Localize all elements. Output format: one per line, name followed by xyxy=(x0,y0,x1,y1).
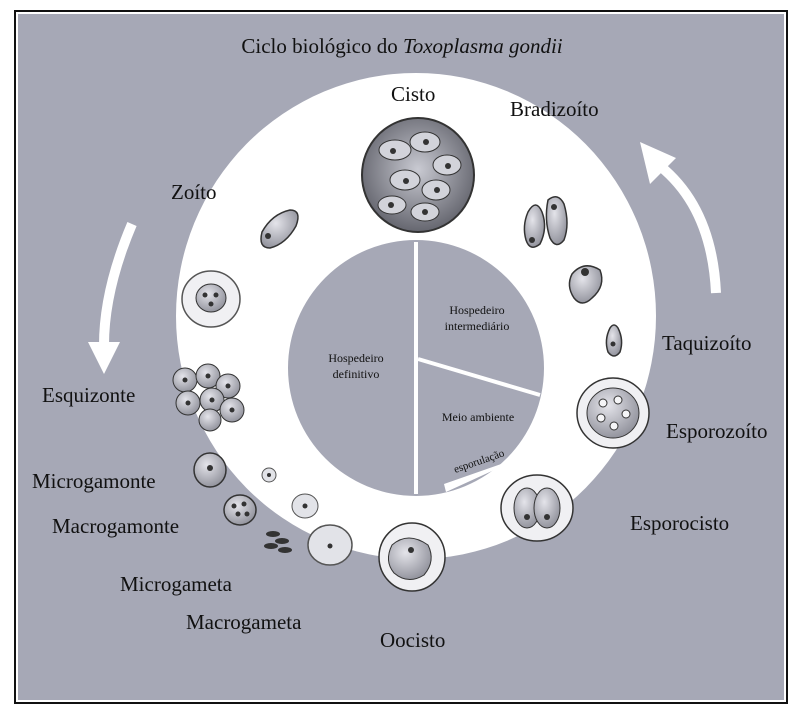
macrogamete-illustration xyxy=(308,525,352,565)
label-meio-ambiente: Meio ambiente xyxy=(426,409,530,425)
divider-diagonal xyxy=(418,359,540,395)
oocyst-illustration xyxy=(379,523,445,591)
label-microgameta: Microgameta xyxy=(120,572,232,597)
infected-cell-illustration xyxy=(182,271,240,327)
label-bradizoito: Bradizoíto xyxy=(510,97,599,122)
label-esporocisto: Esporocisto xyxy=(630,511,729,536)
label-cisto: Cisto xyxy=(391,82,435,107)
microgamete-illustration xyxy=(264,531,292,553)
label-esporozoito: Esporozoíto xyxy=(666,419,767,444)
microgamont-illustration xyxy=(194,453,226,487)
label-zoito: Zoíto xyxy=(171,180,217,205)
label-microgamonte: Microgamonte xyxy=(32,469,156,494)
species-name: Toxoplasma gondii xyxy=(403,34,563,58)
macrogamont-illustration xyxy=(224,495,256,525)
arrow-left-down xyxy=(88,224,132,374)
sporozoite-illustration xyxy=(577,378,649,448)
sporocyst-illustration xyxy=(501,475,573,541)
cyst-illustration xyxy=(362,118,474,232)
label-taquizoito: Taquizoíto xyxy=(662,331,752,356)
label-macrogamonte: Macrogamonte xyxy=(52,514,179,539)
diagram-title: Ciclo biológico do Toxoplasma gondii xyxy=(0,34,804,59)
label-oocisto: Oocisto xyxy=(380,628,445,653)
label-esquizonte: Esquizonte xyxy=(42,383,135,408)
label-macrogameta: Macrogameta xyxy=(186,610,301,635)
